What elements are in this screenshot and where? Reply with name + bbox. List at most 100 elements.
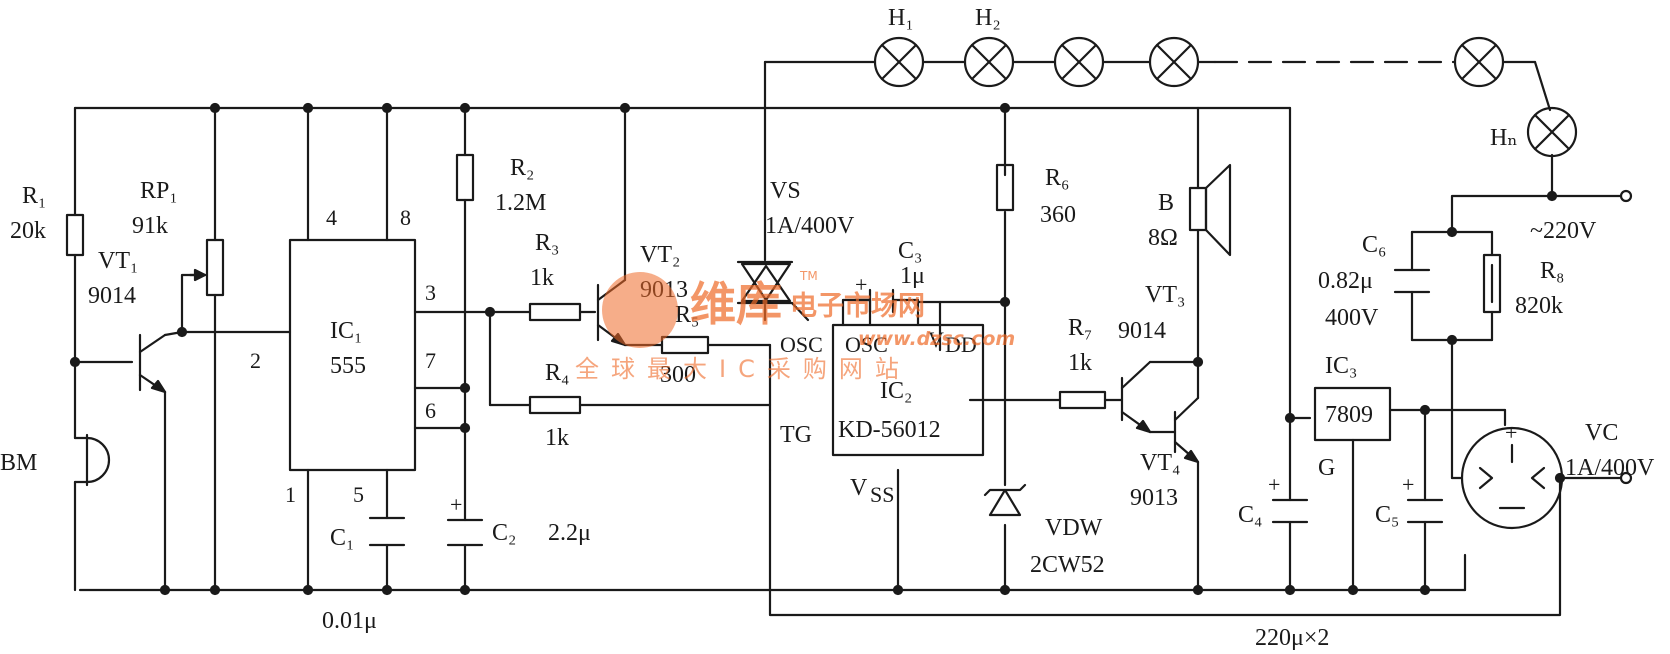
svg-text:VDW: VDW — [1045, 515, 1103, 541]
svg-text:VT₂: VT₂ — [640, 242, 680, 268]
svg-text:300: 300 — [660, 362, 696, 388]
svg-text:5: 5 — [353, 482, 364, 507]
svg-text:VS: VS — [770, 178, 801, 204]
lamp-h3 — [1053, 36, 1105, 88]
svg-text:0.01μ: 0.01μ — [322, 608, 377, 634]
ic2-kd56012: OSC OSC V DD IC₂ KD-56012 TG V SS — [780, 323, 985, 507]
svg-text:G: G — [1318, 455, 1335, 481]
svg-text:IC₁: IC₁ — [330, 318, 362, 344]
resistor-r6: R₆ 360 — [995, 163, 1076, 228]
transistor-vt1: VT₁ 9014 — [88, 248, 167, 394]
svg-text:1μ: 1μ — [900, 263, 925, 289]
svg-text:2.2μ: 2.2μ — [548, 520, 591, 546]
svg-text:OSC: OSC — [780, 332, 823, 357]
svg-text:9014: 9014 — [88, 283, 136, 309]
capacitor-c4: + C₄ — [1238, 472, 1309, 528]
resistor-r7: R₇ 1k — [1058, 315, 1107, 410]
svg-text:9014: 9014 — [1118, 318, 1166, 344]
svg-text:VT₁: VT₁ — [98, 248, 138, 274]
capacitor-c1: C₁ 0.01μ — [322, 516, 406, 634]
svg-text:220μ×2: 220μ×2 — [1255, 625, 1329, 651]
svg-text:20k: 20k — [10, 218, 46, 244]
svg-text:IC₃: IC₃ — [1325, 353, 1357, 379]
svg-text:91k: 91k — [132, 213, 168, 239]
svg-text:400V: 400V — [1325, 305, 1379, 331]
svg-text:C₄: C₄ — [1238, 502, 1262, 528]
zener-vdw: VDW 2CW52 — [983, 483, 1105, 578]
transistor-vt3: VT₃ 9014 — [1118, 282, 1185, 434]
svg-text:H₁: H₁ — [888, 5, 914, 31]
svg-text:+: + — [450, 492, 462, 517]
svg-text:H₂: H₂ — [975, 5, 1001, 31]
watermark-slogan: 全球最大IC采购网站 — [575, 355, 911, 383]
svg-text:V: V — [850, 475, 868, 501]
resistor-r3: R₃ 1k — [528, 230, 582, 322]
capacitor-c5: + C₅ 220μ×2 — [1255, 472, 1444, 651]
svg-text:8Ω: 8Ω — [1148, 225, 1178, 251]
svg-text:1k: 1k — [1068, 350, 1092, 376]
svg-text:R₂: R₂ — [510, 155, 534, 181]
svg-text:RP₁: RP₁ — [140, 178, 178, 204]
resistor-r4: R₄ 1k — [528, 360, 582, 451]
svg-text:R₆: R₆ — [1045, 165, 1069, 191]
svg-text:BM: BM — [0, 450, 37, 476]
svg-text:VT₃: VT₃ — [1145, 282, 1185, 308]
svg-text:8: 8 — [400, 205, 411, 230]
potentiometer-rp1: RP₁ 91k — [132, 178, 225, 297]
watermark-tagline: 电子市场网 — [790, 290, 925, 322]
watermark-url: www.dzsc.com — [858, 328, 1015, 350]
svg-text:DD: DD — [945, 332, 977, 357]
microphone-bm: BM — [0, 433, 111, 487]
svg-text:R₇: R₇ — [1068, 315, 1092, 341]
ic3-7809-regulator: 7809 IC₃ G — [1313, 353, 1392, 481]
svg-text:R₃: R₃ — [535, 230, 559, 256]
watermark-logo-icon — [602, 272, 678, 348]
svg-text:VT₄: VT₄ — [1140, 450, 1180, 476]
svg-text:4: 4 — [326, 205, 337, 230]
svg-text:7: 7 — [425, 348, 436, 373]
svg-text:+: + — [855, 272, 867, 297]
junction-dots — [69, 102, 1633, 596]
mains-label: ~220V — [1530, 218, 1597, 244]
svg-text:V: V — [928, 327, 944, 352]
svg-text:+: + — [1268, 472, 1280, 497]
resistor-r2: R₂ 1.2M — [455, 153, 546, 216]
svg-text:1A/400V: 1A/400V — [1565, 455, 1655, 481]
svg-text:SS: SS — [870, 482, 894, 507]
capacitor-c3: + C₃ 1μ — [853, 238, 925, 314]
svg-text:555: 555 — [330, 353, 366, 379]
svg-text:2: 2 — [250, 348, 261, 373]
watermark-tm: TM — [799, 269, 818, 283]
lamp-hn: Hₙ — [1490, 106, 1578, 158]
lamp-h5 — [1453, 36, 1505, 88]
resistor-r8: R₈ 820k — [1482, 253, 1564, 319]
svg-text:IC₂: IC₂ — [880, 378, 912, 404]
svg-text:R₄: R₄ — [545, 360, 569, 386]
watermark: 维库 电子市场网 www.dzsc.com 全球最大IC采购网站 TM — [575, 269, 1015, 383]
speaker-b: B 8Ω — [1148, 163, 1232, 257]
capacitor-c6: C₆ 0.82μ 400V — [1318, 232, 1431, 331]
svg-text:+: + — [1505, 420, 1517, 445]
svg-text:3: 3 — [425, 280, 436, 305]
svg-text:Hₙ: Hₙ — [1490, 125, 1518, 151]
watermark-brand: 维库 — [690, 277, 782, 331]
svg-text:C₅: C₅ — [1375, 502, 1399, 528]
triac-vs: VS 1A/400V — [736, 178, 855, 322]
lamp-h1: H₁ — [873, 5, 925, 88]
lamp-h4 — [1148, 36, 1200, 88]
svg-text:6: 6 — [425, 398, 436, 423]
svg-text:C₃: C₃ — [898, 238, 922, 264]
svg-text:1k: 1k — [545, 425, 569, 451]
svg-text:TG: TG — [780, 422, 812, 448]
svg-text:R₅: R₅ — [675, 302, 699, 328]
svg-text:VC: VC — [1585, 420, 1618, 446]
lamp-h2: H₂ — [963, 5, 1015, 88]
svg-text:B: B — [1158, 190, 1174, 216]
svg-text:1k: 1k — [530, 265, 554, 291]
svg-text:KD-56012: KD-56012 — [838, 417, 941, 443]
svg-text:7809: 7809 — [1325, 402, 1373, 428]
svg-text:0.82μ: 0.82μ — [1318, 268, 1373, 294]
resistor-r1: R₁ 20k — [10, 183, 85, 257]
wires — [73, 60, 1622, 617]
svg-text:1: 1 — [285, 482, 296, 507]
